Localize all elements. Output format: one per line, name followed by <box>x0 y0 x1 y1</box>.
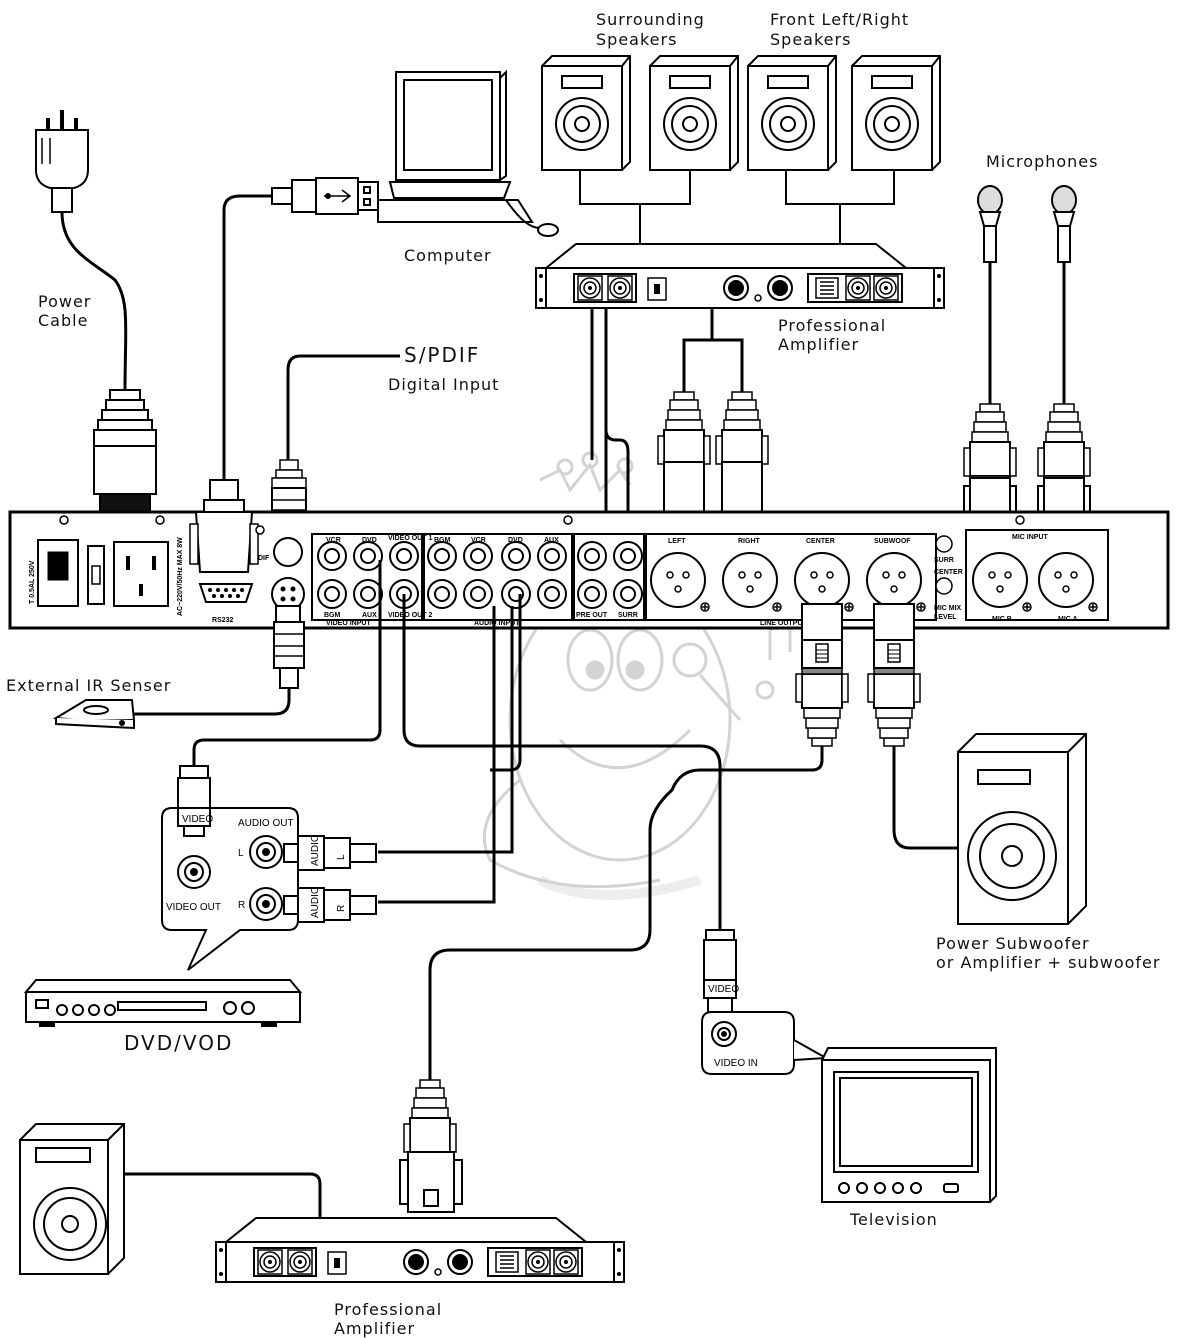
svg-text:VIDEO OUT 1: VIDEO OUT 1 <box>388 535 432 542</box>
svg-text:SURR: SURR <box>618 612 638 619</box>
bottom-amplifier-label-line2: Amplifier <box>334 1319 416 1338</box>
svg-text:MIC INPUT: MIC INPUT <box>1012 534 1049 541</box>
svg-text:R: R <box>238 900 245 911</box>
tv-callout <box>701 929 830 1075</box>
tv-callout-labels: VIDEO VIDEO IN <box>708 984 758 1069</box>
svg-text:AUDIO: AUDIO <box>310 886 321 918</box>
speaker-icon <box>851 55 941 171</box>
svg-text:AUDIO OUT: AUDIO OUT <box>238 818 294 829</box>
speaker-icon <box>19 1123 322 1275</box>
svg-text:VIDEO IN: VIDEO IN <box>714 1058 758 1069</box>
speaker-icon <box>747 55 837 171</box>
svg-text:VCR: VCR <box>326 537 341 544</box>
svg-text:DVD: DVD <box>362 537 377 544</box>
svg-text:SURR: SURR <box>934 557 954 564</box>
computer-label: Computer <box>404 246 492 265</box>
svg-text:DVD: DVD <box>508 537 523 544</box>
svg-text:PRE OUT: PRE OUT <box>576 612 608 619</box>
external-ir-sensor-label: External IR Senser <box>6 676 172 695</box>
surrounding-speakers-label-line1: Surrounding <box>596 10 705 29</box>
computer-icon <box>377 69 559 237</box>
television-label: Television <box>850 1210 938 1229</box>
svg-text:RIGHT: RIGHT <box>738 538 761 545</box>
svg-text:MIC B: MIC B <box>992 616 1012 623</box>
dvd-callout-labels: VIDEO AUDIO OUT VIDEO OUT L R AUDIO L AU… <box>166 814 347 918</box>
front-speakers-label-line1: Front Left/Right <box>770 10 910 29</box>
svg-text:MIC A: MIC A <box>1058 616 1078 623</box>
svg-text:DIF: DIF <box>258 555 270 562</box>
svg-text:L: L <box>238 848 244 859</box>
svg-text:VCR: VCR <box>471 537 486 544</box>
power-cable-label-line2: Cable <box>38 311 89 330</box>
svg-text:VIDEO OUT: VIDEO OUT <box>166 902 221 913</box>
svg-text:AUX: AUX <box>362 612 377 619</box>
svg-text:AUDIO: AUDIO <box>310 834 321 866</box>
svg-text:LEVEL: LEVEL <box>934 614 957 621</box>
power-subwoofer-label-line1: Power Subwoofer <box>936 934 1090 953</box>
panel-labels: T 0.5AL 250V AC~220V/50Hz MAX 8W RS232 D… <box>29 534 1078 627</box>
dvd-player-icon <box>23 979 303 1027</box>
digital-input-label: Digital Input <box>388 375 500 394</box>
television-icon <box>821 1047 997 1203</box>
svg-text:R: R <box>336 905 347 912</box>
svg-text:T 0.5AL 250V: T 0.5AL 250V <box>29 560 36 604</box>
top-amplifier-label-line1: Professional <box>778 316 887 335</box>
svg-text:LINE OUTPUT: LINE OUTPUT <box>760 620 807 627</box>
svg-text:CENTER: CENTER <box>934 569 963 576</box>
power-subwoofer-label-line2: or Amplifier + subwoofer <box>936 953 1161 972</box>
amplifier-icon <box>536 244 944 308</box>
svg-text:VIDEO: VIDEO <box>708 984 739 995</box>
power-cable-label-line1: Power <box>38 292 92 311</box>
top-amplifier-label-line2: Amplifier <box>778 335 860 354</box>
svg-text:LEFT: LEFT <box>668 538 686 545</box>
power-plug-icon <box>35 110 157 525</box>
svg-text:VIDEO OUT 2: VIDEO OUT 2 <box>388 612 432 619</box>
svg-text:MIC MIX: MIC MIX <box>934 605 962 612</box>
svg-text:BGM: BGM <box>324 612 341 619</box>
microphone-icon <box>977 185 1077 420</box>
svg-text:VIDEO: VIDEO <box>182 814 213 825</box>
spdif-label: S/PDIF <box>404 343 481 367</box>
microphones-label: Microphones <box>986 152 1099 171</box>
bottom-amplifier-label-line1: Professional <box>334 1300 443 1319</box>
speaker-icon <box>649 55 739 171</box>
xlr-plug-icon <box>867 637 921 747</box>
svg-text:SUBWOOF: SUBWOOF <box>874 538 911 545</box>
front-speakers-label-line2: Speakers <box>770 30 852 49</box>
svg-text:CENTER: CENTER <box>806 538 835 545</box>
svg-text:VIDEO INPUT: VIDEO INPUT <box>326 620 371 627</box>
surrounding-speakers-label-line2: Speakers <box>596 30 678 49</box>
amplifier-icon <box>216 1218 624 1282</box>
svg-text:AUDIO INPUT: AUDIO INPUT <box>474 620 520 627</box>
usb-plug-icon <box>222 177 379 480</box>
rca-plug-icon <box>134 605 305 716</box>
dvd-callout <box>161 765 377 971</box>
dvd-vod-label: DVD/VOD <box>124 1031 234 1055</box>
svg-text:AC~220V/50Hz MAX 8W: AC~220V/50Hz MAX 8W <box>177 537 184 616</box>
speaker-icon <box>541 55 631 171</box>
svg-text:AUX: AUX <box>544 537 559 544</box>
svg-text:L: L <box>336 854 347 860</box>
svg-text:BGM: BGM <box>434 537 451 544</box>
speaker-icon <box>957 733 1087 925</box>
ir-sensor-icon <box>52 699 136 730</box>
svg-text:RS232: RS232 <box>212 617 234 624</box>
xlr-plug-icon <box>795 637 849 747</box>
